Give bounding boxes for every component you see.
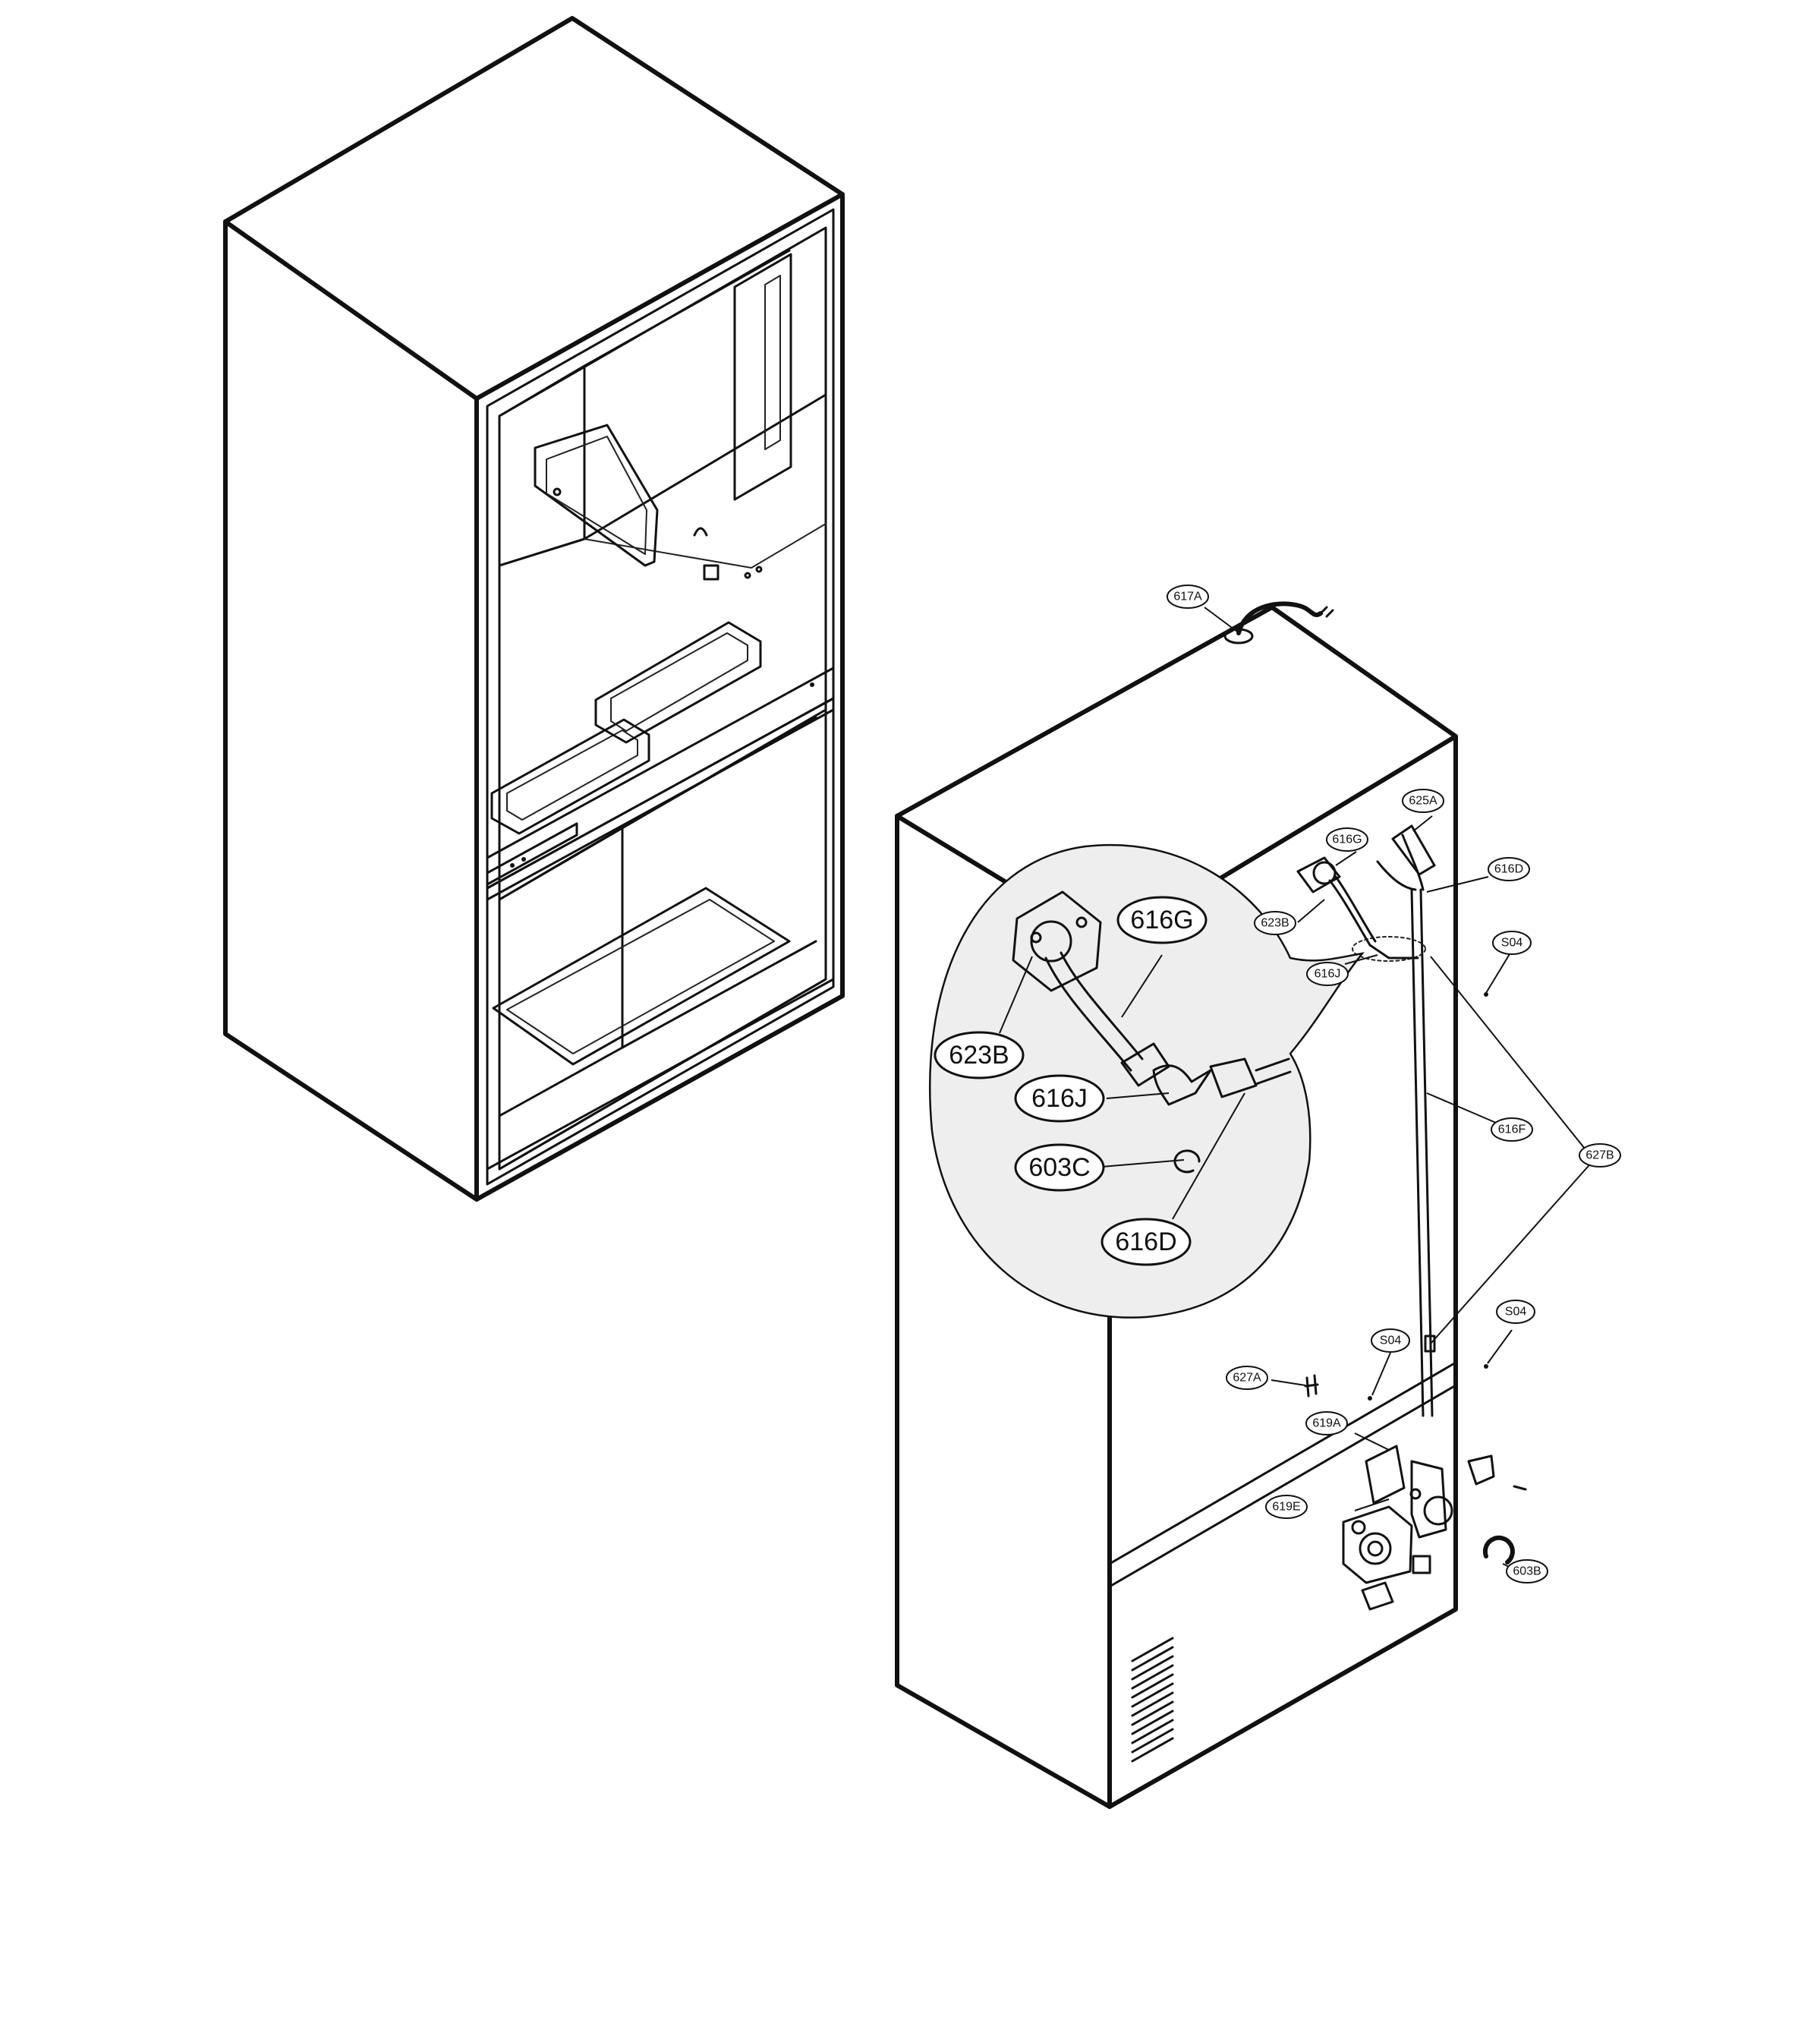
callout-616D: 616D (1488, 857, 1530, 881)
detail-callout-603C: 603C (1014, 1143, 1105, 1192)
callout-label: 625A (1409, 795, 1437, 808)
callout-label: 603C (1028, 1153, 1090, 1182)
vent-grille (1131, 1637, 1174, 1763)
callout-603B: 603B (1506, 1559, 1548, 1583)
refrigerator-cabinet-front (223, 16, 845, 1202)
callout-label: 623B (949, 1041, 1009, 1070)
callout-label: 616J (1031, 1084, 1088, 1113)
callout-label: 617A (1173, 591, 1202, 603)
callout-label: 619E (1272, 1501, 1300, 1514)
leader-lines (999, 607, 1595, 1574)
callout-S04-top: S04 (1492, 931, 1532, 955)
refrigerator-cabinet-rear (895, 601, 1527, 1809)
callout-label: 616F (1498, 1123, 1526, 1136)
callout-S04-left: S04 (1371, 1328, 1410, 1353)
water-tube-assembly (1304, 834, 1527, 1611)
callout-619E: 619E (1265, 1495, 1308, 1519)
detail-callout-616D: 616D (1101, 1218, 1192, 1266)
callout-label: 627B (1585, 1149, 1614, 1162)
power-cord-grommet (1223, 601, 1334, 644)
callout-label: 619A (1312, 1417, 1341, 1430)
callout-619A: 619A (1305, 1411, 1348, 1435)
callout-label: 616G (1332, 834, 1362, 846)
callout-617A: 617A (1167, 585, 1209, 609)
detail-grommet (1012, 890, 1292, 1174)
callout-label: S04 (1501, 937, 1523, 950)
callout-label: 616D (1494, 863, 1523, 876)
callout-label: S04 (1505, 1306, 1527, 1319)
callout-label: 627A (1233, 1372, 1261, 1385)
callout-627A: 627A (1226, 1366, 1268, 1390)
callout-625A: 625A (1402, 789, 1444, 813)
callout-616G: 616G (1326, 827, 1368, 852)
callout-label: 623B (1261, 917, 1289, 930)
callout-623B: 623B (1254, 911, 1296, 935)
callout-627B: 627B (1579, 1143, 1621, 1168)
callout-label: 616G (1130, 906, 1193, 934)
callout-label: 616J (1315, 968, 1341, 981)
callout-label: 616D (1115, 1227, 1176, 1256)
detail-callout-616G: 616G (1116, 896, 1208, 944)
callout-label: 603B (1513, 1565, 1541, 1578)
callout-616J: 616J (1306, 962, 1349, 986)
callout-label: S04 (1380, 1335, 1402, 1347)
callout-S04-mid: S04 (1496, 1300, 1535, 1324)
detail-callout-616J: 616J (1014, 1074, 1105, 1123)
upper-inlet-parts (1296, 824, 1436, 962)
detail-callout-623B: 623B (934, 1031, 1025, 1079)
callout-616F: 616F (1491, 1117, 1533, 1142)
